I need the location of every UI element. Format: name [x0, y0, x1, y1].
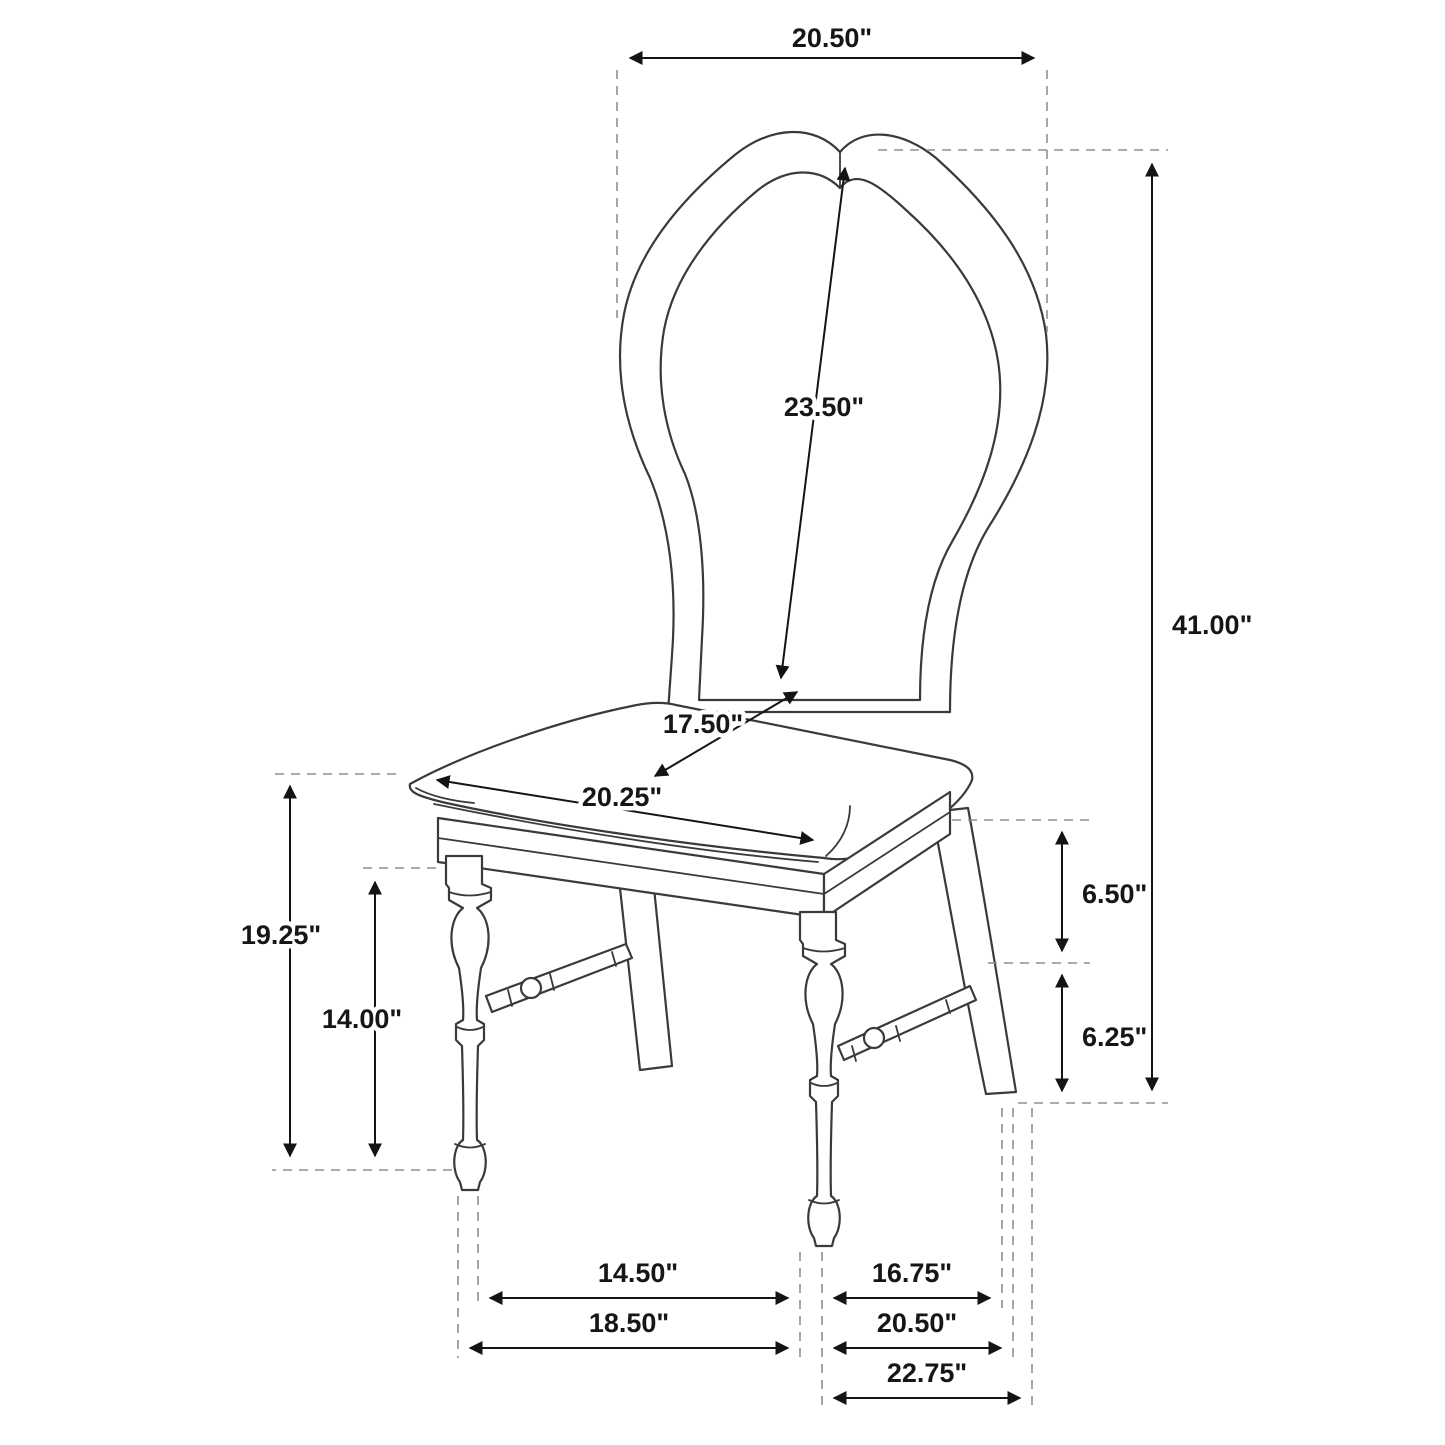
- dim-seat-width-line: [435, 775, 815, 845]
- chair-right-stretcher-ball-turning: [862, 1026, 886, 1050]
- dim-floor-to-seat-label: 19.25": [241, 920, 321, 950]
- dimension-labels: 20.50" 23.50" 41.00" 17.50" 20.25" 19.25…: [236, 19, 1257, 1393]
- dim-side-legs-outer-label: 20.50": [877, 1308, 957, 1338]
- chair-left-stretcher: [484, 942, 634, 1014]
- dimension-lines: [283, 51, 1159, 1405]
- chair-rear-right-leg: [930, 806, 1018, 1096]
- dim-front-legs-inner-label: 14.50": [598, 1258, 678, 1288]
- chair-apron-front-moulding: [437, 837, 825, 895]
- dim-overall-depth-label: 22.75": [887, 1358, 967, 1388]
- dim-back-diagonal-label: 23.50": [784, 392, 864, 422]
- dim-seat-width-label: 20.25": [582, 782, 662, 812]
- dim-stretcher-to-floor-label: 6.25": [1082, 1022, 1147, 1052]
- chair-apron-right: [822, 790, 952, 920]
- extension-lines: [272, 70, 1168, 1408]
- chair-front-left-leg: [444, 854, 493, 1192]
- chair-front-right-leg-ring-lines: [802, 947, 846, 1205]
- dim-side-legs-inner-label: 16.75": [872, 1258, 952, 1288]
- dim-front-legs-outer-label: 18.50": [589, 1308, 669, 1338]
- chair-right-stretcher: [836, 984, 978, 1062]
- chair-rear-left-leg: [616, 866, 674, 1072]
- chair-front-right-leg: [798, 910, 847, 1248]
- chair-front-left-leg-ring-lines: [448, 891, 492, 1149]
- chair-left-stretcher-ring-ticks: [507, 951, 617, 1007]
- dim-seat-depth-line: [653, 691, 799, 777]
- chair-apron-right-moulding: [823, 811, 951, 895]
- chair-drawing: [408, 130, 1049, 1248]
- dim-back-diagonal-line: [775, 166, 851, 680]
- dim-overall-height-label: 41.00": [1172, 610, 1252, 640]
- dim-seat-depth-label: 17.50": [663, 709, 743, 739]
- chair-left-stretcher-ball-turning: [519, 976, 543, 1000]
- dim-apron-to-stretcher-label: 6.50": [1082, 879, 1147, 909]
- dim-top-back-width-label: 20.50": [792, 23, 872, 53]
- chair-cushion-corner-crease-right: [825, 805, 851, 857]
- chair-right-stretcher-ring-ticks: [851, 999, 951, 1062]
- dim-leg-height-label: 14.00": [322, 1004, 402, 1034]
